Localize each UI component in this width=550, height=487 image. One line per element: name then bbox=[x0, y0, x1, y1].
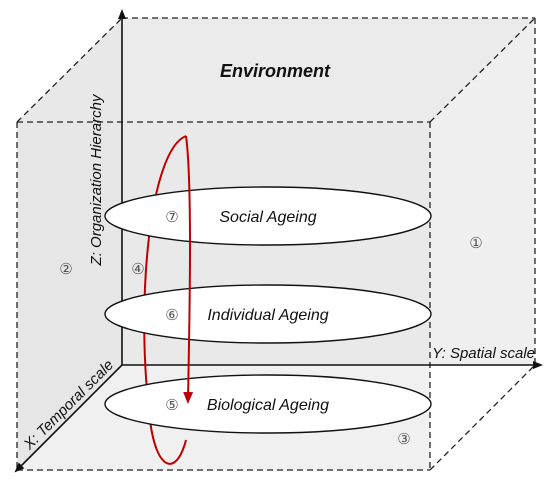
x-axis-line bbox=[14, 364, 123, 473]
plane-label-individual: Individual Ageing bbox=[207, 307, 328, 324]
marker-left-face: ② bbox=[59, 260, 72, 278]
plane-label-social: Social Ageing bbox=[219, 209, 316, 226]
marker-right-face: ① bbox=[469, 234, 482, 252]
marker-bottom-face: ③ bbox=[397, 430, 410, 448]
y-axis-label: Y: Spatial scale bbox=[432, 345, 535, 362]
plane-marker-social: ⑦ bbox=[165, 208, 178, 226]
plane-social-ageing bbox=[104, 186, 432, 246]
cycle-arrow-front bbox=[183, 135, 194, 404]
cube-top-face bbox=[17, 18, 535, 122]
cube-edges bbox=[16, 17, 536, 471]
plane-individual-ageing bbox=[104, 284, 432, 344]
z-axis-label: Z: Organization Hierarchy bbox=[88, 93, 105, 266]
plane-label-biological: Biological Ageing bbox=[207, 397, 329, 414]
plane-marker-biological: ⑤ bbox=[165, 396, 178, 414]
marker-cycle: ④ bbox=[131, 260, 144, 278]
environment-title: Environment bbox=[220, 61, 331, 81]
cycle-arrow-back bbox=[143, 135, 187, 465]
plane-biological-ageing bbox=[104, 374, 432, 434]
plane-marker-individual: ⑥ bbox=[165, 306, 178, 324]
